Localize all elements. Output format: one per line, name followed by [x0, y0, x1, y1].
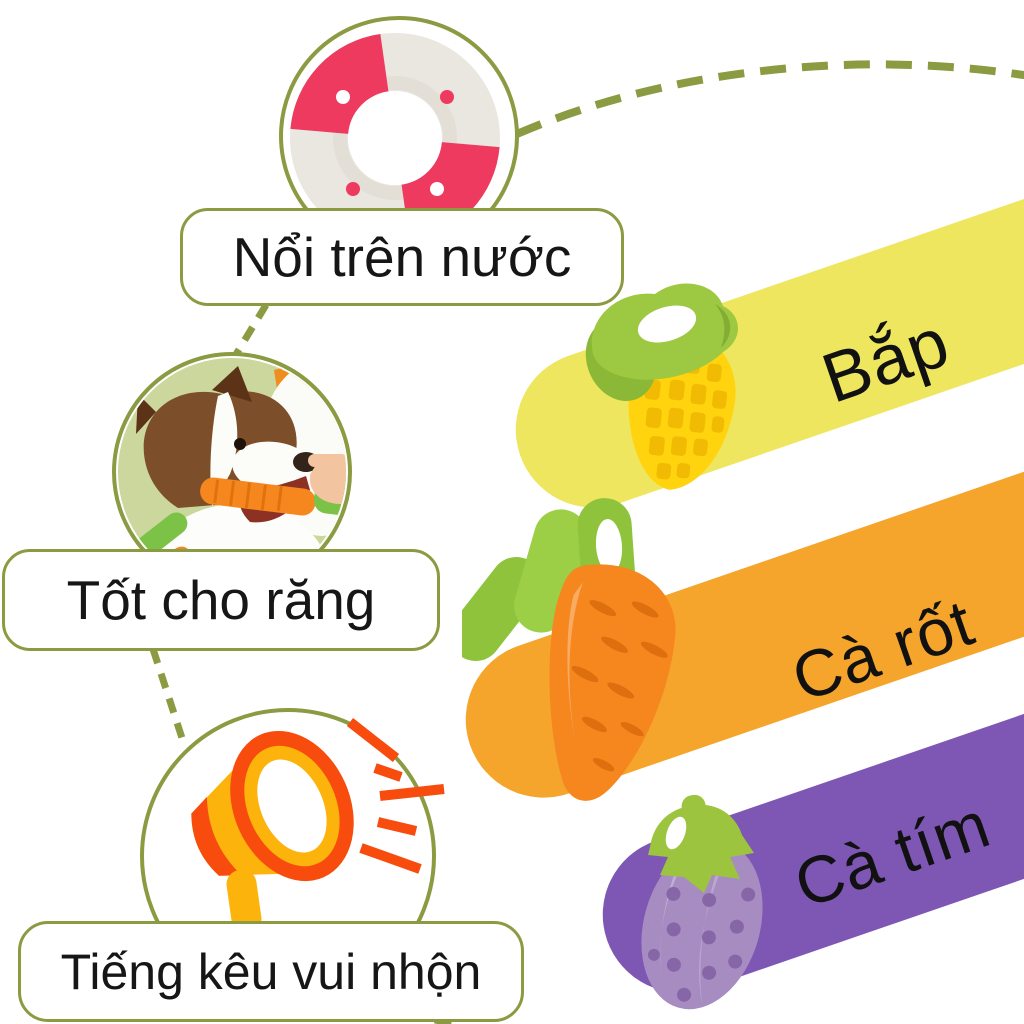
dashed-connector-float [232, 303, 269, 358]
carrot-toy-icon [449, 498, 676, 801]
corn-toy-icon [585, 283, 738, 490]
sound-lines-icon [346, 718, 445, 874]
carrot-toy [449, 492, 732, 817]
dashed-curve-top [515, 60, 1024, 138]
feature-label-float-text: Nổi trên nước [232, 226, 572, 288]
megaphone-horn [191, 730, 354, 934]
eggplant-toy-icon [641, 794, 763, 1010]
feature-label-float: Nổi trên nước [180, 208, 624, 306]
carrot-body [549, 564, 676, 801]
corn-toy [575, 272, 765, 502]
corn-leaf [585, 283, 738, 401]
feature-label-squeak-text: Tiếng kêu vui nhộn [60, 943, 482, 1000]
feature-label-teeth: Tốt cho răng [2, 549, 440, 651]
dog-photo-badge [112, 352, 352, 592]
eggplant-calyx [648, 794, 754, 893]
megaphone-icon [191, 718, 445, 934]
feature-label-teeth-text: Tốt cho răng [66, 569, 376, 631]
dog-chewing-toy-photo [118, 358, 346, 586]
feature-label-squeak: Tiếng kêu vui nhộn [18, 921, 524, 1022]
eggplant-toy [612, 794, 790, 1015]
